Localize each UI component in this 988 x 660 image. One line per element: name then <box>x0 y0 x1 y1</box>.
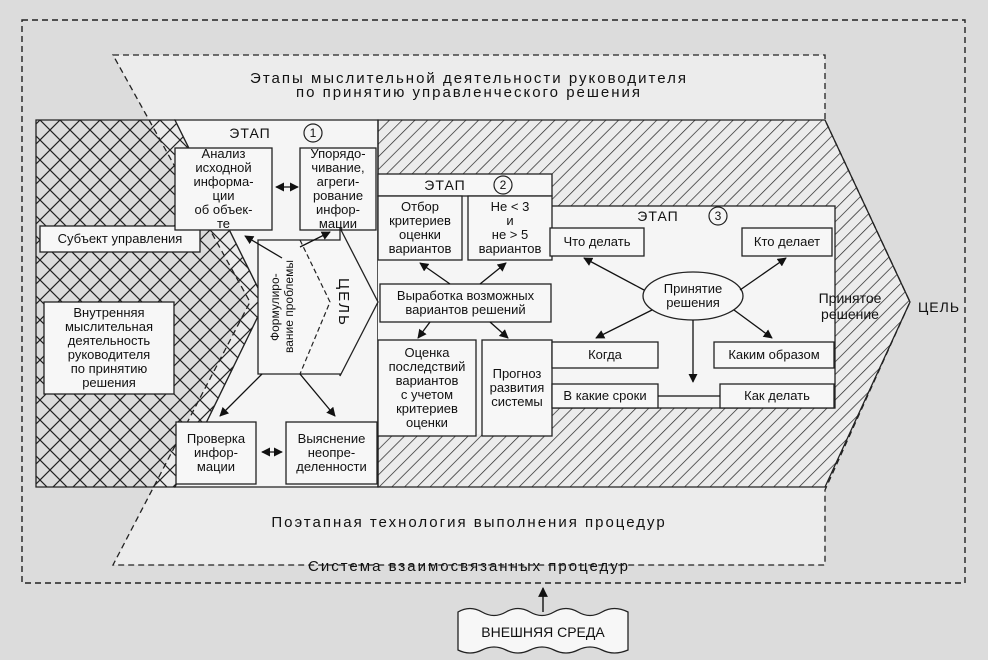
environment-label: ВНЕШНЯЯ СРЕДА <box>481 624 605 640</box>
ordering-box <box>299 147 377 231</box>
internal-activity-label: Внутренняя мыслительная деятельность рук… <box>64 305 154 390</box>
terms-label: В какие сроки <box>563 388 647 403</box>
internal-activity-box <box>43 301 175 395</box>
header-line2: по принятию управленческого решения <box>295 84 643 101</box>
when-box <box>551 341 659 369</box>
subject-box <box>39 225 201 253</box>
stage2-title-box <box>377 173 553 197</box>
evaluation-box <box>377 339 477 437</box>
development-label: Выработка возможных вариантов решений <box>396 288 535 317</box>
stage2-number: 2 <box>499 178 507 192</box>
decision-label: Принятие решения <box>663 281 723 310</box>
analysis-label: Анализ исходной информа- ции об объек- т… <box>193 146 254 231</box>
evaluation-label: Оценка последствий вариантов с учетом кр… <box>388 345 466 430</box>
selection-box <box>377 195 463 261</box>
analysis-box <box>174 147 273 231</box>
subject-label: Субъект управления <box>57 231 183 246</box>
environment-box <box>457 607 629 654</box>
how-label: Как делать <box>744 388 810 403</box>
check-label: Проверка инфор- мации <box>186 431 246 474</box>
what-box <box>549 227 645 257</box>
check-box <box>175 421 257 485</box>
limits-label: Не < 3 и не > 5 вариантов <box>478 199 542 256</box>
development-box <box>379 283 552 323</box>
goal-label-2: ЦЕЛЬ <box>917 299 961 315</box>
terms-box <box>551 383 659 409</box>
stage3-title: ЭТАП <box>637 208 679 224</box>
system-label: Система взаимосвязанных процедур <box>308 558 630 575</box>
who-box <box>741 227 833 257</box>
formulation-arrow <box>257 227 379 377</box>
forecast-label: Прогноз развития системы <box>489 366 545 409</box>
goal-label-1: ЦЕЛЬ <box>335 277 352 327</box>
forecast-box <box>481 339 553 437</box>
ordering-label: Упорядо- чивание, агреги- рование инфор-… <box>310 146 366 231</box>
how-box <box>719 383 835 409</box>
technology-label: Поэтапная технология выполнения процедур <box>271 514 667 531</box>
stage1-title: ЭТАП <box>229 125 271 141</box>
formulation-label: Формулиро- вание проблемы <box>268 260 296 354</box>
stage1-number: 1 <box>309 126 317 140</box>
clarify-box <box>285 421 378 485</box>
who-label: Кто делает <box>753 234 821 249</box>
manner-box <box>713 341 835 369</box>
manner-label: Каким образом <box>728 347 820 362</box>
what-label: Что делать <box>563 234 631 249</box>
limits-box <box>467 195 553 261</box>
selection-label: Отбор критериев оценки вариантов <box>388 199 452 256</box>
header-title: Этапы мыслительной деятельности руководи… <box>113 66 825 106</box>
when-label: Когда <box>588 347 622 362</box>
clarify-label: Выяснение неопре- деленности <box>296 431 367 474</box>
stage2-title: ЭТАП <box>424 177 466 193</box>
stage3-number: 3 <box>714 209 722 223</box>
system-frame <box>21 19 966 584</box>
accepted-decision-label: Принятое решение <box>818 290 882 322</box>
header-line1: Этапы мыслительной деятельности руководи… <box>250 70 688 87</box>
